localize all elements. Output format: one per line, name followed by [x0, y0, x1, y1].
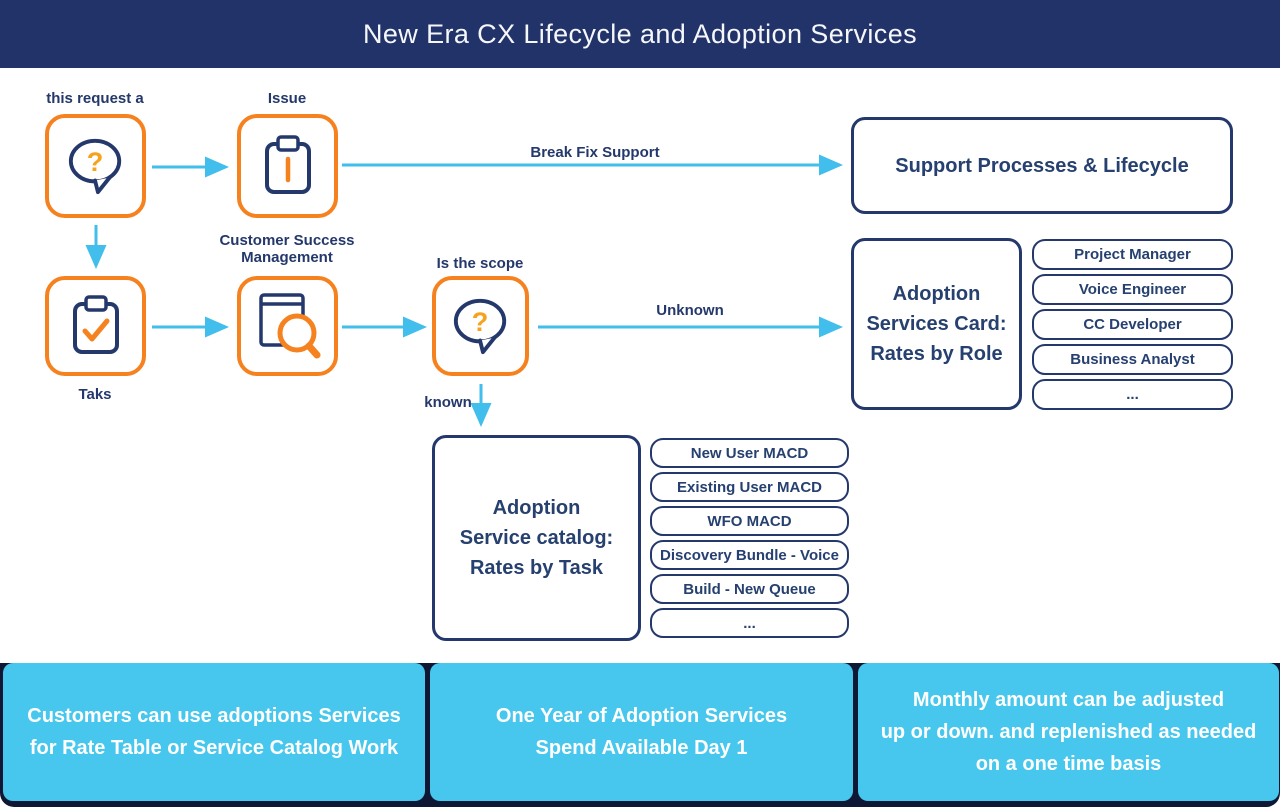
note-box-rate-table: Customers can use adoptions Services for…	[3, 663, 425, 801]
support-card: Support Processes & Lifecycle	[851, 117, 1233, 214]
role-pill: Project Manager	[1032, 239, 1233, 270]
question-bubble-icon: ?	[453, 298, 506, 355]
tasks-node-label: Taks	[78, 386, 112, 403]
tasks-node	[45, 276, 146, 376]
svg-text:?: ?	[86, 146, 103, 177]
svg-text:?: ?	[471, 306, 488, 337]
role-pill: ...	[1032, 379, 1233, 410]
task-pill: New User MACD	[650, 438, 849, 468]
rates-by-role-card: Adoption Services Card: Rates by Role	[851, 238, 1022, 410]
known-edge-label: known	[424, 394, 472, 411]
scope-node-label: Is the scope	[436, 255, 524, 272]
task-pill: ...	[650, 608, 849, 638]
request-node: ?	[45, 114, 146, 218]
header-bar: New Era CX Lifecycle and Adoption Servic…	[0, 0, 1280, 68]
clipboard-check-icon	[72, 295, 119, 354]
csm-node-label: Customer Success Management	[219, 232, 355, 267]
issue-node-label: Issue	[267, 90, 307, 107]
role-pill: CC Developer	[1032, 309, 1233, 340]
clipboard-issue-icon	[264, 135, 311, 194]
task-pill: Build - New Queue	[650, 574, 849, 604]
page-title: New Era CX Lifecycle and Adoption Servic…	[362, 18, 918, 49]
role-pill: Business Analyst	[1032, 344, 1233, 375]
task-pill: Discovery Bundle - Voice	[650, 540, 849, 570]
scope-node: ?	[432, 276, 529, 376]
task-pill: Existing User MACD	[650, 472, 849, 502]
document-search-icon	[258, 293, 320, 359]
csm-node	[237, 276, 338, 376]
task-pill: WFO MACD	[650, 506, 849, 536]
rates-by-task-card: Adoption Service catalog: Rates by Task	[432, 435, 641, 641]
break-fix-edge-label: Break Fix Support	[530, 144, 660, 161]
question-bubble-icon: ?	[68, 138, 121, 195]
request-node-label: this request a	[46, 90, 144, 107]
role-pill: Voice Engineer	[1032, 274, 1233, 305]
issue-node	[237, 114, 338, 218]
note-box-one-year-spend: One Year of Adoption Services Spend Avai…	[430, 663, 853, 801]
unknown-edge-label: Unknown	[656, 302, 724, 319]
note-box-monthly-amount: Monthly amount can be adjusted up or dow…	[858, 663, 1279, 801]
